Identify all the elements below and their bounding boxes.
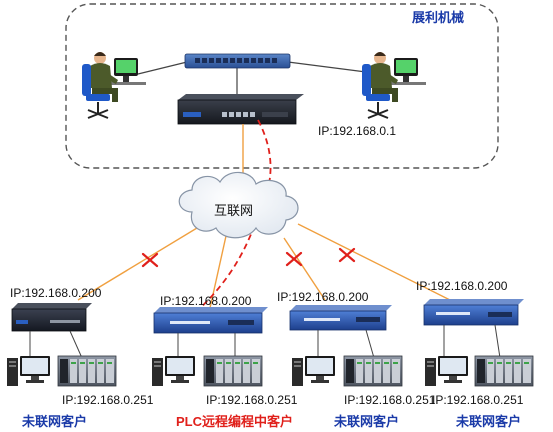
site-3-pc-icon: [292, 356, 335, 386]
lan-cable-left: [137, 61, 188, 75]
site-4-ip-label: IP:192.168.0.200: [416, 279, 508, 293]
site-link-1: [77, 227, 198, 301]
site-2-plc-ip-label: IP:192.168.0.251: [206, 393, 298, 407]
company-name-label: 展利机械: [412, 10, 464, 25]
site-2-caption: PLC远程编程中客户: [176, 414, 293, 429]
site-3-plc-ip-label: IP:192.168.0.251: [344, 393, 436, 407]
site-4-caption: 未联网客户: [455, 414, 521, 429]
remote-programming-path: [195, 119, 272, 313]
site-4-plc-ip-label: IP:192.168.0.251: [432, 393, 524, 407]
internet-cloud-icon: [178, 171, 299, 239]
site-2-ip-label: IP:192.168.0.200: [160, 294, 252, 308]
company-lan-boundary: [65, 3, 499, 169]
internet-label: 互联网: [214, 203, 253, 218]
site-1-plc-icon: [57, 355, 117, 387]
network-switch-icon: [184, 53, 291, 69]
router-ip-label: IP:192.168.0.1: [318, 124, 396, 138]
site-3-cable-plc: [365, 329, 375, 359]
engineer-workstation-left-icon: [81, 51, 147, 119]
site-2-router-icon: [153, 307, 268, 334]
site-3-plc-icon: [343, 355, 403, 387]
site-4-cable-plc: [494, 324, 501, 359]
site-1-caption: 未联网客户: [21, 414, 87, 429]
site-1-pc-icon: [7, 356, 50, 386]
site-1-plc-ip-label: IP:192.168.0.251: [62, 393, 154, 407]
lan-cable-right: [287, 61, 367, 73]
site-4-plc-icon: [474, 355, 534, 387]
site-1-router-icon: [11, 303, 92, 332]
site-4-pc-icon: [425, 356, 468, 386]
site-2-plc-icon: [203, 355, 263, 387]
blocked-link-x-icon: [338, 247, 356, 263]
site-1-cable-plc: [69, 330, 83, 359]
blocked-link-x-icon: [141, 252, 159, 268]
site-3-router-icon: [289, 305, 392, 331]
engineer-workstation-right-icon: [361, 51, 427, 119]
vpn-router-icon: [177, 94, 304, 125]
site-link-3: [283, 237, 326, 301]
site-3-caption: 未联网客户: [333, 414, 399, 429]
site-2-pc-icon: [152, 356, 195, 386]
blocked-link-x-icon: [285, 251, 303, 267]
site-link-4: [297, 223, 451, 301]
site-4-router-icon: [423, 299, 524, 326]
site-3-ip-label: IP:192.168.0.200: [277, 290, 369, 304]
site-1-ip-label: IP:192.168.0.200: [10, 286, 102, 300]
